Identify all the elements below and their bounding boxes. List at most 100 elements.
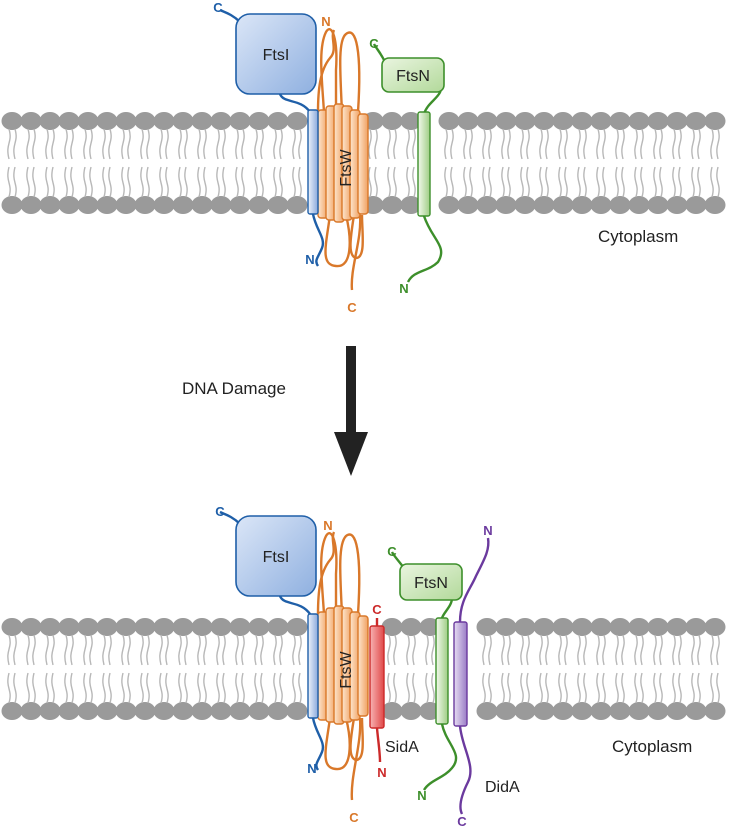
ftsw-c-terminus: C <box>347 300 357 315</box>
lipid-tail <box>634 128 638 160</box>
lipid-tail <box>444 128 448 160</box>
lipid-tail <box>279 672 283 704</box>
lipid-tail <box>165 634 169 666</box>
ftsw-periplasmic-loop <box>339 533 361 615</box>
lipid-tail <box>425 634 429 666</box>
lipid-head <box>58 702 80 720</box>
ftsi-tm-helix <box>307 109 319 215</box>
lipid-tail <box>425 672 429 704</box>
membrane-top <box>1 112 726 214</box>
lipid-tail <box>254 672 258 704</box>
lipid-head <box>96 702 118 720</box>
lipid-head <box>286 112 308 130</box>
lipid-tail <box>678 128 682 160</box>
lipid-tail <box>32 672 36 704</box>
lipid-head <box>381 112 403 130</box>
lipid-tail <box>697 128 701 160</box>
dida-n-terminus: N <box>483 523 492 538</box>
ftsn-linker <box>440 597 454 619</box>
lipid-head <box>1 702 23 720</box>
lipid-head <box>609 112 631 130</box>
lipid-head <box>704 618 726 636</box>
lipid-tail <box>640 166 644 198</box>
lipid-tail <box>197 634 201 666</box>
lipid-tail <box>653 672 657 704</box>
lipid-head <box>77 112 99 130</box>
lipid-tail <box>216 672 220 704</box>
ftsi-n-terminus: N <box>307 761 316 776</box>
lipid-tail <box>545 166 549 198</box>
lipid-head <box>590 702 612 720</box>
lipid-tail <box>545 128 549 160</box>
lipid-tail <box>197 166 201 198</box>
lipid-tail <box>184 634 188 666</box>
ftsn-n-tail <box>406 215 443 283</box>
lipid-head <box>96 112 118 130</box>
lipid-tail <box>121 634 125 666</box>
lipid-tail <box>691 634 695 666</box>
lipid-tail <box>178 672 182 704</box>
ftsi-n-terminus: N <box>305 252 314 267</box>
lipid-tail <box>89 128 93 160</box>
lipid-head <box>533 618 555 636</box>
damage-arrow-head <box>334 432 368 476</box>
lipid-tail <box>127 672 131 704</box>
lipid-tail <box>45 166 49 198</box>
lipid-tail <box>178 634 182 666</box>
lipid-tail <box>526 672 530 704</box>
lipid-tail <box>89 166 93 198</box>
lipid-tail <box>640 672 644 704</box>
lipid-tail <box>7 128 11 160</box>
lipid-tail <box>431 634 435 666</box>
lipid-tail <box>32 634 36 666</box>
lipid-head <box>571 196 593 214</box>
lipid-tail <box>292 672 296 704</box>
lipid-tail <box>564 672 568 704</box>
lipid-tail <box>564 128 568 160</box>
lipid-head <box>267 618 289 636</box>
lipid-tail <box>260 634 264 666</box>
lipid-tail <box>260 128 264 160</box>
lipid-head <box>39 702 61 720</box>
lipid-tail <box>710 634 714 666</box>
lipid-tail <box>659 166 663 198</box>
lipid-tail <box>108 166 112 198</box>
lipid-tail <box>64 672 68 704</box>
lipid-tail <box>482 128 486 160</box>
lipid-tail <box>412 634 416 666</box>
lipid-tail <box>710 672 714 704</box>
lipid-head <box>381 618 403 636</box>
lipid-tail <box>545 672 549 704</box>
lipid-head <box>153 618 175 636</box>
ftsi-linker <box>278 93 311 113</box>
sida-protein <box>369 618 385 763</box>
lipid-tail <box>45 672 49 704</box>
lipid-tail <box>83 128 87 160</box>
lipid-tail <box>716 634 720 666</box>
lipid-tail <box>393 672 397 704</box>
lipid-head <box>153 702 175 720</box>
lipid-tail <box>602 672 606 704</box>
lipid-tail <box>222 672 226 704</box>
lipid-tail <box>222 128 226 160</box>
lipid-head <box>647 702 669 720</box>
lipid-head <box>96 196 118 214</box>
lipid-tail <box>653 634 657 666</box>
lipid-tail <box>691 128 695 160</box>
dida-tm-helix <box>453 621 468 727</box>
cytoplasm-label-bottom: Cytoplasm <box>612 737 692 756</box>
lipid-tail <box>159 166 163 198</box>
lipid-tail <box>412 128 416 160</box>
lipid-tail <box>640 128 644 160</box>
lipid-tail <box>108 634 112 666</box>
lipid-head <box>457 112 479 130</box>
lipid-tail <box>292 128 296 160</box>
lipid-tail <box>659 634 663 666</box>
lipid-tail <box>146 128 150 160</box>
lipid-head <box>571 618 593 636</box>
lipid-tail <box>634 672 638 704</box>
ftsn-tm-helix <box>417 111 431 217</box>
lipid-head <box>172 618 194 636</box>
lipid-tail <box>108 672 112 704</box>
ftsi-tm-helix <box>307 613 319 719</box>
